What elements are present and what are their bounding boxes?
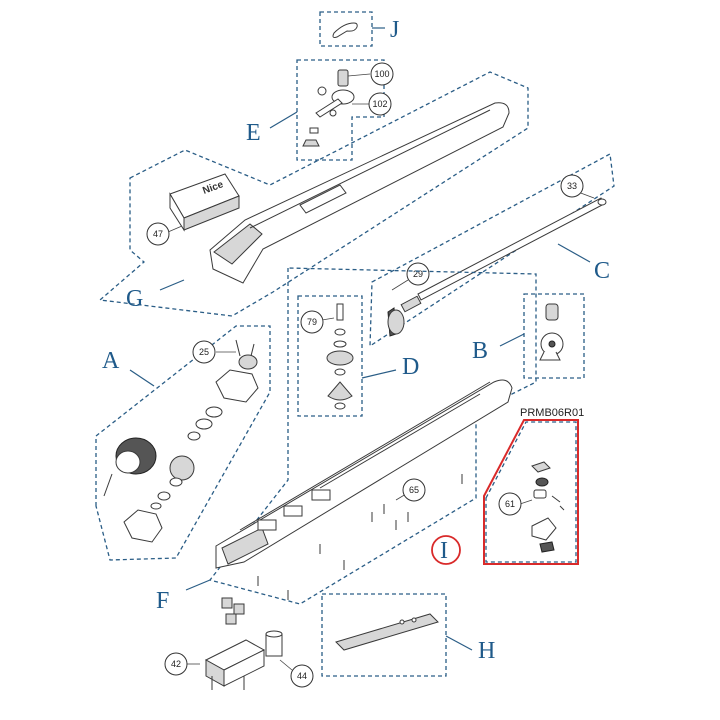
group-label-h: H bbox=[478, 638, 495, 664]
fork-part bbox=[539, 303, 564, 361]
screws-part bbox=[257, 474, 463, 600]
callout-33: 33 bbox=[567, 181, 577, 191]
group-label-f: F bbox=[156, 588, 169, 614]
group-label-c: C bbox=[594, 258, 610, 284]
callout-61: 61 bbox=[505, 499, 515, 509]
highlight-box bbox=[483, 419, 579, 565]
top-cover-part bbox=[209, 102, 510, 284]
callout-42: 42 bbox=[171, 659, 181, 669]
group-label-b: B bbox=[472, 338, 488, 364]
callout-100: 100 bbox=[374, 69, 389, 79]
group-label-g: G bbox=[126, 286, 143, 312]
group-label-e: E bbox=[246, 120, 261, 146]
group-label-d: D bbox=[402, 354, 419, 380]
group-i: PRMB06R01 61 I bbox=[431, 407, 584, 565]
callout-47: 47 bbox=[153, 229, 163, 239]
release-key-part bbox=[332, 22, 358, 38]
group-label-j: J bbox=[390, 17, 399, 43]
group-label-i: I bbox=[440, 538, 448, 564]
logo-cap-part: Nice bbox=[169, 173, 240, 232]
group-c: 33 29 C bbox=[369, 152, 615, 348]
group-d: 79 D bbox=[297, 295, 419, 417]
callout-102: 102 bbox=[372, 99, 387, 109]
callout-29: 29 bbox=[413, 269, 423, 279]
capacitor-part bbox=[265, 630, 283, 657]
encoder-part bbox=[531, 461, 565, 553]
group-a: 25 A bbox=[95, 325, 271, 561]
callout-65: 65 bbox=[409, 485, 419, 495]
group-e: 100 102 E bbox=[246, 59, 394, 161]
highlight-code: PRMB06R01 bbox=[520, 407, 584, 419]
highlight-circle bbox=[431, 535, 461, 565]
group-b: B bbox=[472, 293, 585, 379]
group-j: J bbox=[319, 11, 399, 47]
callout-79: 79 bbox=[307, 317, 317, 327]
loose-parts: 42 44 bbox=[164, 597, 314, 690]
callout-25: 25 bbox=[199, 347, 209, 357]
callout-44: 44 bbox=[297, 671, 307, 681]
base-housing-part bbox=[215, 379, 513, 569]
group-h: H bbox=[321, 593, 495, 677]
group-g: Nice 47 G bbox=[98, 71, 529, 317]
screw-rod-part bbox=[387, 197, 607, 337]
mounting-plate-part bbox=[335, 613, 439, 651]
motor-part bbox=[103, 339, 259, 543]
group-f: 65 F bbox=[156, 267, 537, 614]
lever-part bbox=[302, 69, 355, 147]
group-label-a: A bbox=[102, 348, 120, 374]
terminal-block-part bbox=[204, 639, 266, 690]
gear-stack-part bbox=[326, 303, 354, 410]
